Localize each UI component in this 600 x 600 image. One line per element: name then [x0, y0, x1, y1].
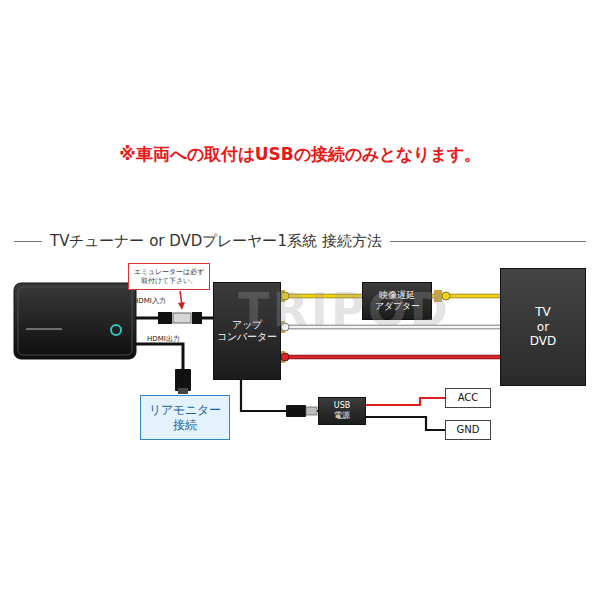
- adapter-box: 映像遅延 アダプター: [362, 282, 432, 320]
- box-text: エミュレーターは必ず 取付けて下さい。: [134, 268, 204, 285]
- section-heading: TVチューナー or DVDプレーヤー1系統 接続方法: [14, 232, 586, 251]
- box-text: ACC: [458, 392, 479, 404]
- wire-stroke: [281, 326, 500, 329]
- cable: [281, 296, 362, 297]
- rule-line: [14, 241, 42, 242]
- box-text: TV or DVD: [530, 305, 556, 348]
- port-label: HDMI入力: [133, 296, 166, 306]
- port-label: HDMI出力: [147, 334, 180, 344]
- terminal-box: ACC: [445, 388, 491, 408]
- box-text: GND: [457, 424, 480, 436]
- wire-stroke: [366, 398, 445, 405]
- cable: [281, 327, 500, 328]
- box-text: アップ コンバーター: [217, 319, 277, 343]
- cable: [366, 398, 445, 405]
- heading-text: TVチューナー or DVDプレーヤー1系統 接続方法: [42, 232, 390, 251]
- cable: [241, 380, 318, 411]
- wire-stroke: [281, 295, 362, 298]
- notice-text: ※車両への取付はUSBの接続のみとなります。: [0, 143, 600, 166]
- box-text: 映像遅延 アダプター: [375, 290, 420, 312]
- wire-stroke: [281, 356, 500, 359]
- wire-stroke: [241, 380, 318, 411]
- box-text: リアモニター 接続: [149, 403, 221, 432]
- power-box: USB 電源: [318, 397, 366, 425]
- cable: [281, 357, 500, 358]
- wire-stroke: [281, 325, 500, 330]
- monitor-box: リアモニター 接続: [140, 395, 230, 440]
- rule-line: [390, 241, 586, 242]
- terminal-box: GND: [445, 420, 491, 440]
- usb-plug: [286, 405, 317, 417]
- hdmi-output-cable: [136, 344, 191, 394]
- note-box: エミュレーターは必ず 取付けて下さい。: [128, 263, 210, 290]
- wire-stroke: [366, 417, 445, 430]
- emulator-pointer: [178, 291, 185, 310]
- tv-dvd-box: TV or DVD: [500, 268, 586, 386]
- cable: [366, 417, 445, 430]
- hdmi-input-cable: [136, 312, 213, 324]
- converter-box: アップ コンバーター: [213, 282, 281, 380]
- wire-stroke: [281, 355, 500, 360]
- box-text: USB 電源: [334, 401, 350, 420]
- wire-stroke: [281, 294, 362, 299]
- main-unit: [14, 283, 136, 359]
